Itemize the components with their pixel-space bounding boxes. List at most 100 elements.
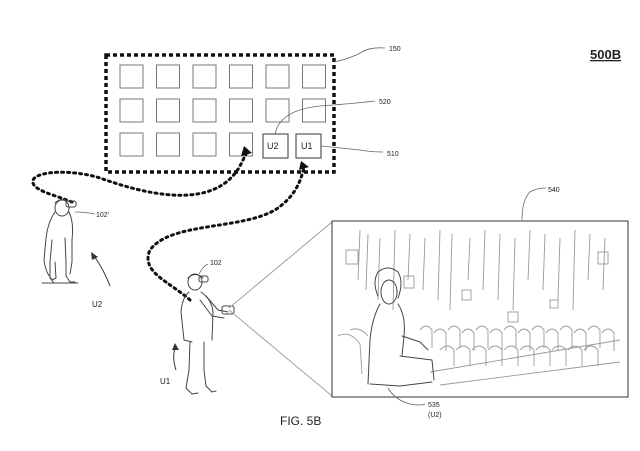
seat-cell: [265, 98, 290, 123]
path-u2-to-seat: [31, 150, 249, 204]
wall-panel: [597, 251, 609, 265]
user-label-u2: U2: [92, 300, 103, 309]
wall-stroke: [542, 233, 546, 291]
seat-cell: [119, 132, 144, 157]
wall-stroke: [357, 229, 361, 281]
wall-stroke: [482, 229, 486, 291]
theater-seat: [601, 328, 615, 351]
seat-cell: [156, 132, 180, 157]
seat-cell: [265, 64, 290, 89]
ref-520: 520: [379, 99, 391, 106]
leader-520: [274, 100, 376, 135]
wall-stroke: [437, 229, 441, 301]
theater-seat: [419, 325, 433, 348]
theater-seat: [439, 345, 455, 366]
wall-stroke: [422, 237, 426, 291]
theater-seat: [487, 345, 503, 366]
seat-u2-label: U2: [267, 141, 279, 151]
wall-stroke: [587, 233, 591, 281]
leader-540: [521, 187, 547, 221]
leader-102: [198, 263, 209, 275]
floor-line: [439, 361, 621, 386]
arrow-line-u1: [173, 347, 177, 371]
theater-seat: [337, 333, 363, 375]
theater-seat: [503, 325, 517, 348]
seat-cell: [229, 64, 253, 89]
ref-535: 535: [428, 402, 440, 409]
seat-cell: [192, 98, 217, 123]
seat-cell: [156, 64, 180, 89]
seat-cells: [119, 64, 326, 157]
seat-cell: [119, 64, 144, 89]
seat-u1-label: U1: [301, 141, 313, 151]
seat-cell: [229, 98, 253, 123]
wall-stroke: [512, 237, 516, 311]
seat-cell: [119, 98, 144, 123]
theater-seat: [471, 345, 487, 366]
theater-view-frame: [331, 220, 629, 398]
theater-seat: [475, 325, 489, 348]
ref-150: 150: [389, 46, 401, 53]
arrow-head-u2: [91, 252, 98, 260]
arrow-u2: [241, 146, 252, 156]
wall-panel: [345, 249, 359, 265]
arrow-head-u1: [172, 343, 179, 350]
wall-panel: [403, 275, 415, 289]
theater-seat: [519, 345, 535, 366]
theater-seat: [531, 325, 545, 348]
figure-id: 500B: [590, 47, 621, 62]
ref-510: 510: [387, 151, 399, 158]
theater-seat: [349, 328, 369, 337]
theater-seat: [573, 328, 587, 351]
seat-grid: U2 U1: [104, 53, 336, 174]
wall-panel: [461, 289, 472, 301]
theater-background: [337, 229, 621, 386]
ref-540: 540: [548, 187, 560, 194]
theater-seat: [545, 328, 559, 351]
leader-102prime: [74, 211, 96, 215]
seat-cell: [302, 98, 326, 123]
leader-150: [333, 47, 386, 63]
wall-stroke: [467, 237, 471, 281]
leader-535: [387, 387, 426, 406]
theater-seat: [447, 325, 461, 348]
theater-view: [331, 220, 629, 398]
wall-stroke: [407, 233, 411, 281]
wall-stroke: [557, 237, 561, 301]
theater-seat: [587, 325, 601, 348]
arrow-line-u2: [93, 255, 111, 287]
wall-stroke: [572, 229, 576, 311]
remote-user-figure: [41, 199, 79, 284]
ref-535-sub: (U2): [428, 412, 442, 419]
wall-stroke: [527, 229, 531, 281]
seat-cell: [156, 98, 180, 123]
theater-seat: [489, 328, 503, 351]
theater-seat: [503, 345, 519, 366]
theater-seat: [433, 328, 447, 351]
theater-seat: [535, 345, 551, 366]
local-user-figure: [180, 273, 235, 395]
theater-seat: [583, 345, 599, 366]
seated-viewer: [367, 267, 435, 387]
wall-panel: [549, 299, 559, 309]
ref-102: 102: [210, 260, 222, 267]
wall-panel: [507, 311, 519, 323]
wall-stroke: [449, 233, 453, 311]
figure-caption: FIG. 5B: [280, 414, 321, 428]
wall-stroke: [377, 237, 381, 301]
user-label-u1: U1: [160, 377, 171, 386]
theater-seat: [455, 345, 471, 366]
theater-seat: [567, 345, 583, 366]
theater-seat: [461, 328, 475, 351]
seat-cell: [302, 64, 326, 89]
leader-510: [320, 145, 384, 153]
seat-u1: U1: [295, 133, 322, 159]
view-cone: [228, 221, 333, 397]
seat-cell: [192, 64, 217, 89]
wall-stroke: [365, 233, 369, 291]
seat-u2: U2: [262, 133, 289, 159]
seat-grid-frame: [104, 53, 336, 174]
arrow-u1: [299, 161, 309, 170]
seat-cell: [192, 132, 217, 157]
